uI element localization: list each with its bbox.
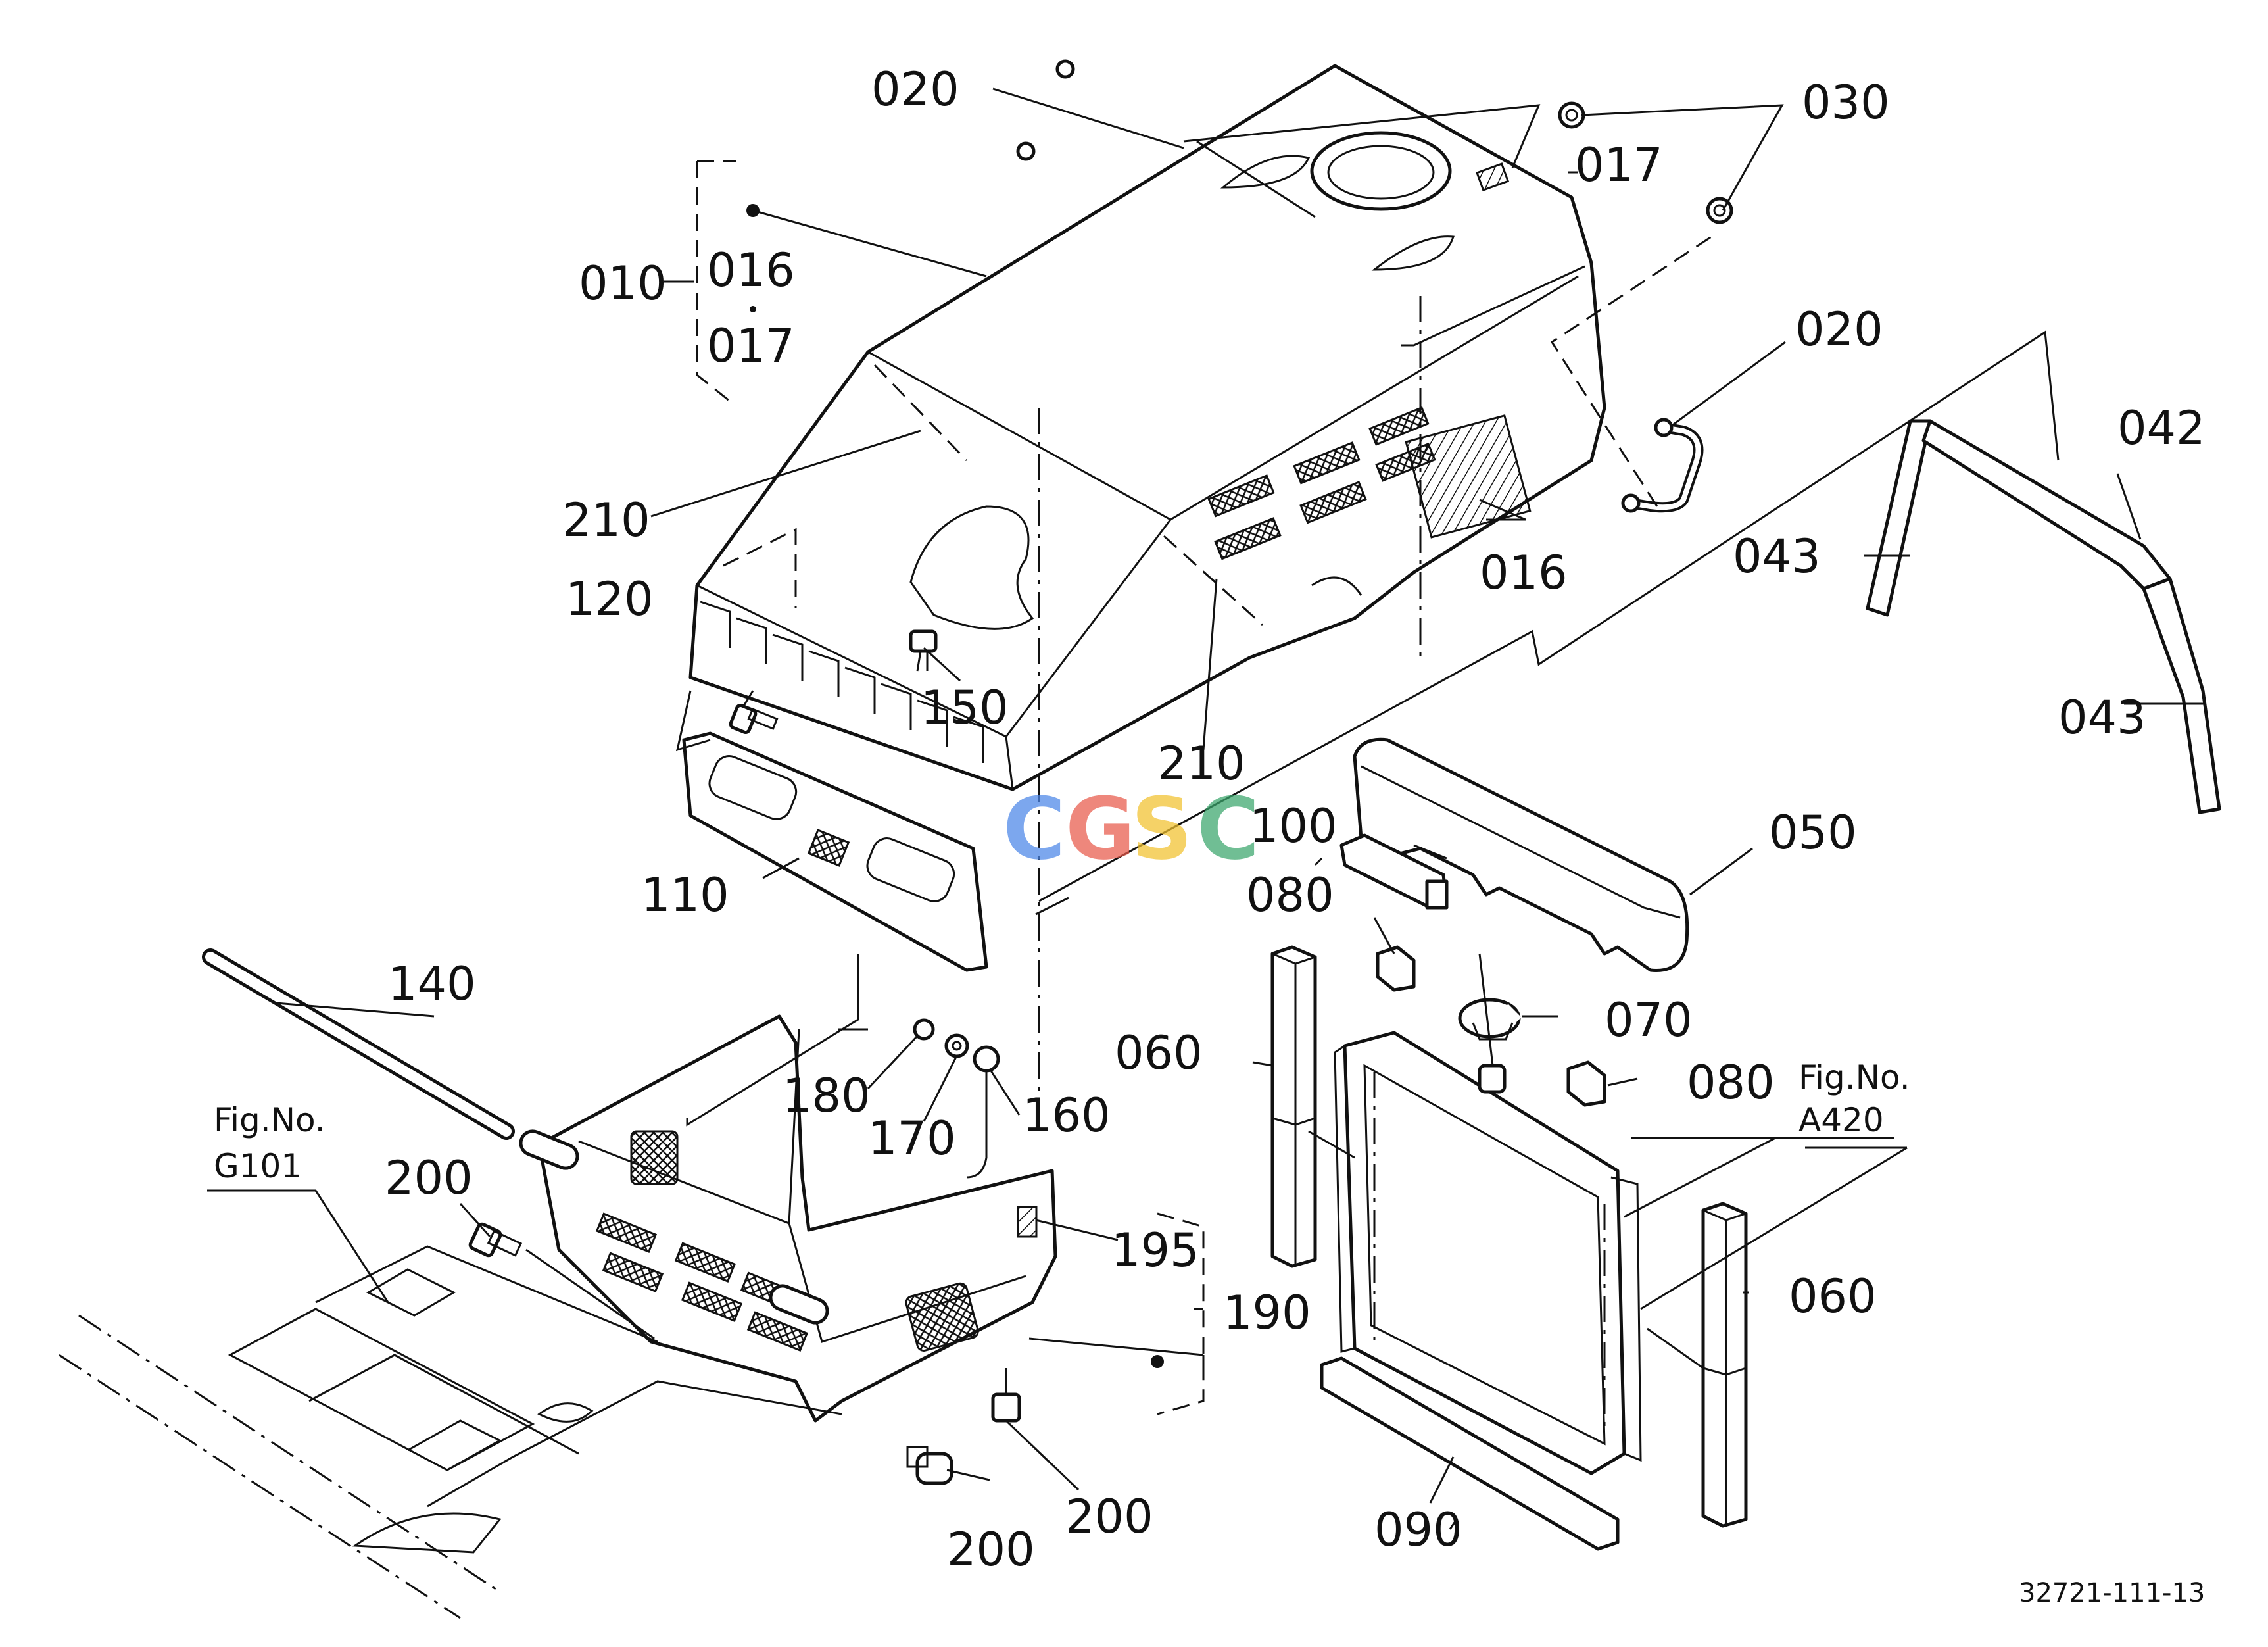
label-010: 010 xyxy=(579,257,667,310)
label-080-right: 080 xyxy=(1687,1056,1775,1110)
bolt-200-middle xyxy=(991,1368,1021,1423)
label-100: 100 xyxy=(1249,799,1338,853)
drawing-number: 32721-111-13 xyxy=(2019,1578,2205,1608)
label-020-top: 020 xyxy=(871,62,959,116)
trim-strip-042-043 xyxy=(1866,419,2221,814)
label-043-bottom: 043 xyxy=(2058,691,2146,745)
watermark-letter-2: G xyxy=(1065,779,1136,879)
label-030: 030 xyxy=(1802,76,1890,130)
label-060-right: 060 xyxy=(1789,1269,1877,1323)
label-020-side: 020 xyxy=(1795,303,1883,356)
rod-140 xyxy=(202,948,515,1140)
label-017-hood: 017 xyxy=(1575,138,1663,192)
label-170: 170 xyxy=(868,1112,956,1166)
label-017-group: 017 xyxy=(707,319,795,373)
label-120: 120 xyxy=(566,572,654,626)
label-200-left: 200 xyxy=(385,1151,473,1205)
bolt-200-left xyxy=(468,1222,523,1258)
label-042: 042 xyxy=(2117,401,2206,455)
figref-g101-code: G101 xyxy=(214,1147,302,1185)
label-110: 110 xyxy=(641,868,729,922)
label-160: 160 xyxy=(1023,1089,1111,1143)
label-016-hood: 016 xyxy=(1480,546,1568,600)
figref-g101-title: Fig.No. xyxy=(214,1101,326,1139)
callout-dot-010 xyxy=(746,204,760,217)
hood-front-grille-slots xyxy=(700,601,984,763)
watermark-letter-1: C xyxy=(1003,779,1065,879)
nut-030-upper xyxy=(1558,101,1585,129)
label-090: 090 xyxy=(1374,1503,1462,1557)
handle-top xyxy=(989,59,1075,161)
seal-strip-060-left xyxy=(1270,945,1317,1268)
figref-a420-title: Fig.No. xyxy=(1798,1058,1910,1096)
handle-side xyxy=(1621,418,1704,513)
front-panel-110 xyxy=(682,731,988,972)
block-080-right xyxy=(1566,1060,1606,1107)
label-180: 180 xyxy=(783,1069,871,1123)
pin-160 xyxy=(966,1045,1000,1179)
label-200-bottom: 200 xyxy=(947,1523,1035,1577)
label-190: 190 xyxy=(1223,1286,1311,1340)
rubber-pad-050 xyxy=(1353,737,1689,972)
label-016-group: 016 xyxy=(707,243,795,297)
label-043-top: 043 xyxy=(1733,529,1821,583)
bolt-180 xyxy=(913,1018,935,1041)
leader-lines xyxy=(207,87,2206,1530)
part-labels: 020 030 017 010 016 017 020 042 043 043 … xyxy=(214,62,2206,1608)
label-070: 070 xyxy=(1604,993,1693,1047)
bolt-120 xyxy=(729,704,779,734)
callout-dot-190 xyxy=(1151,1355,1164,1368)
block-080-left xyxy=(1376,945,1416,992)
label-140: 140 xyxy=(388,957,476,1011)
chassis-frame xyxy=(59,1245,842,1619)
watermark-letter-4: C xyxy=(1197,779,1259,879)
bolt-200-bottom xyxy=(906,1446,953,1485)
radiator xyxy=(1334,1031,1642,1475)
label-150: 150 xyxy=(921,681,1009,735)
hood-bonnet xyxy=(688,64,1606,1118)
label-080-top: 080 xyxy=(1246,868,1334,922)
washer-170 xyxy=(944,1033,969,1058)
label-050: 050 xyxy=(1769,806,1857,860)
label-195: 195 xyxy=(1111,1223,1199,1277)
label-210-left: 210 xyxy=(562,493,650,547)
figref-a420-code: A420 xyxy=(1798,1101,1884,1139)
bottom-seal-090 xyxy=(1320,1356,1620,1551)
screw-150 xyxy=(909,629,938,672)
hood-side-louvers xyxy=(1207,406,1436,560)
label-060-left: 060 xyxy=(1115,1026,1203,1080)
bracket-100 xyxy=(1339,833,1449,910)
label-210-right: 210 xyxy=(1157,737,1245,791)
callout-dot-016-sep xyxy=(750,306,756,312)
front-grille-190 xyxy=(519,1014,1057,1423)
seal-strip-060-right xyxy=(1701,1202,1748,1528)
grille-louvers xyxy=(595,1212,809,1352)
watermark: C G S C xyxy=(1003,779,1259,879)
watermark-letter-3: S xyxy=(1131,779,1193,879)
label-200-middle: 200 xyxy=(1065,1490,1153,1544)
